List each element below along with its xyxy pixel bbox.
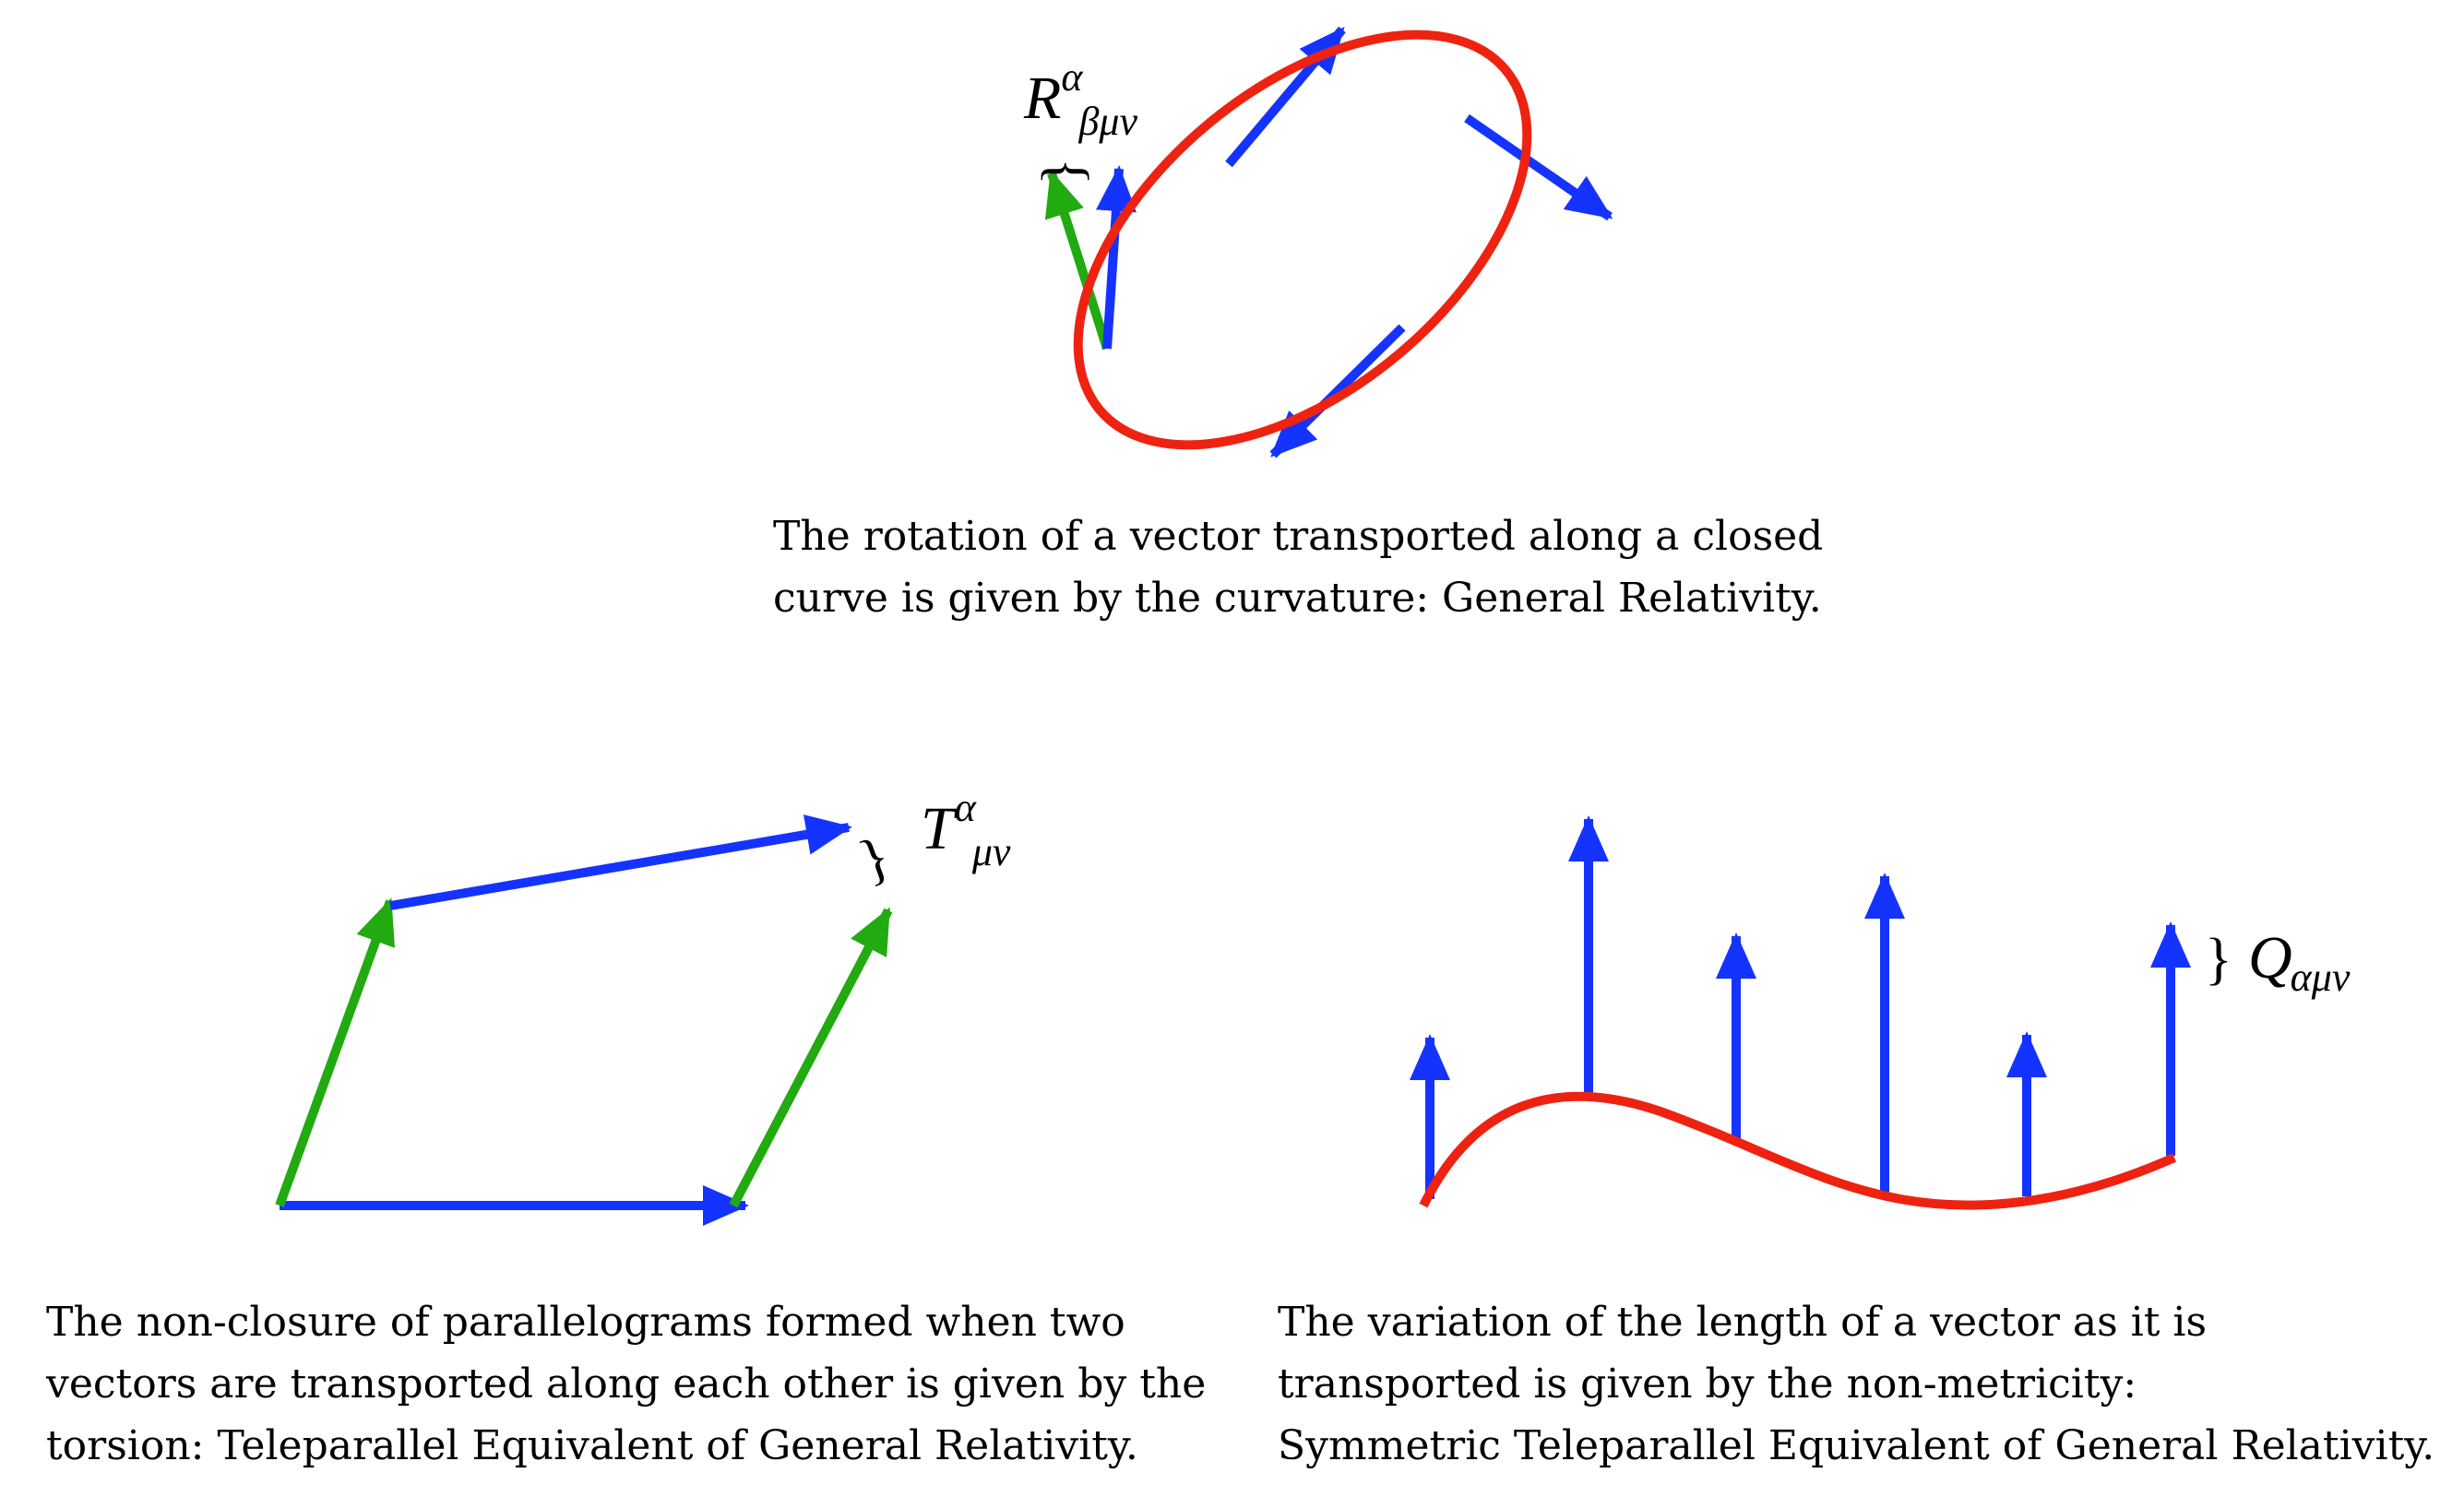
curvature-caption-line-2: curve is given by the curvature: General… xyxy=(773,575,1822,622)
transported-vector-arrow xyxy=(1044,170,1112,350)
torsion-caption-line-3: torsion: Teleparallel Equivalent of Gene… xyxy=(46,1422,1138,1469)
nonmetricity-brace: } xyxy=(2205,928,2232,991)
curvature-brace: } xyxy=(1031,158,1094,185)
nonmetricity-label: Qαμν xyxy=(2248,924,2351,1000)
nonmetricity-caption-line-2: transported is given by the non-metricit… xyxy=(1278,1360,2137,1408)
torsion-caption-line-2: vectors are transported along each other… xyxy=(45,1360,1206,1408)
left-transported-vector-arrow xyxy=(275,897,395,1207)
torsion-brace: } xyxy=(851,825,899,893)
nonmetricity-caption-line-3: Symmetric Teleparallel Equivalent of Gen… xyxy=(1278,1422,2434,1469)
nonmetricity-panel: } Qαμν The variation of the length of a … xyxy=(1278,814,2434,1469)
nonmetricity-caption-line-1: The variation of the length of a vector … xyxy=(1278,1299,2207,1346)
right-transported-vector-arrow xyxy=(729,907,893,1208)
top-vector-arrow xyxy=(389,814,852,910)
curvature-caption-line-1: The rotation of a vector transported alo… xyxy=(773,513,1823,560)
start-vector-arrow xyxy=(1095,165,1137,350)
closed-curve xyxy=(1073,30,1532,450)
tangent-vector-arrow-bottom xyxy=(1269,324,1406,458)
torsion-caption-line-1: The non-closure of parallelograms formed… xyxy=(46,1299,1125,1346)
transport-curve xyxy=(1419,1091,2177,1210)
tangent-vector-arrow-right xyxy=(1464,113,1613,221)
